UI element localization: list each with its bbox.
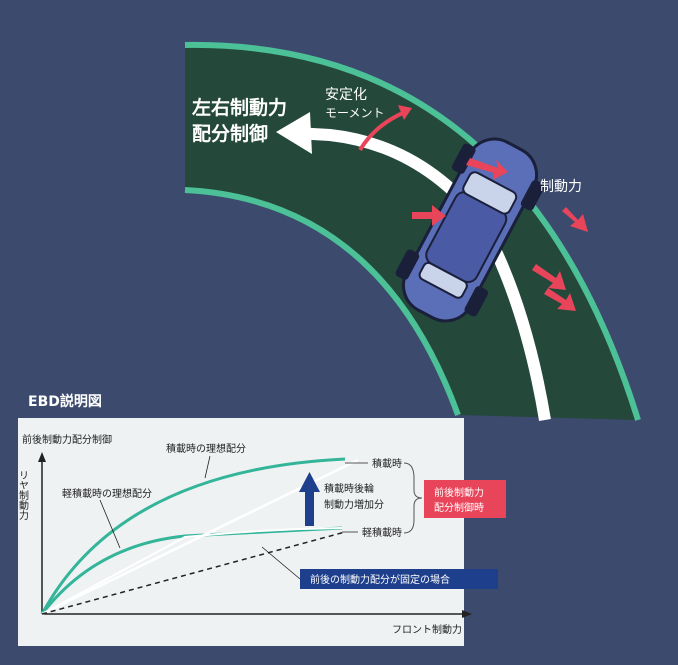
brake-arrow-5 — [562, 207, 588, 232]
brake-arrow-3 — [532, 264, 566, 290]
fixed-box-leader — [261, 546, 301, 580]
control-box-bg — [424, 480, 506, 518]
x-axis-label: フロント制動力 — [392, 623, 462, 636]
road-section — [184, 41, 641, 421]
travel-path-arrowhead — [276, 112, 312, 154]
wheel-rear-left — [395, 249, 420, 280]
car — [395, 137, 545, 323]
moment-label-line1: 安定化 — [325, 87, 367, 103]
control-title-line2: 配分制御 — [192, 122, 268, 145]
fixed-distribution-line — [41, 531, 346, 615]
fixed-box-bg — [300, 569, 498, 589]
road-outer-edge — [184, 41, 641, 421]
road-inner-edge — [184, 187, 461, 417]
moment-arrow — [358, 110, 406, 152]
control-bracket — [403, 462, 423, 534]
brake-arrow-1 — [466, 158, 508, 180]
control-box: 前後制動力 配分制御時 — [424, 480, 506, 518]
increase-label-line2: 制動力増加分 — [324, 498, 384, 511]
car-rear-window — [418, 261, 468, 299]
fixed-box-label: 前後の制動力配分が固定の場合 — [310, 573, 450, 586]
y-axis-arrowhead — [38, 452, 46, 462]
moment-label-line2: モーメント — [325, 106, 385, 120]
ideal-light-label: 軽積載時の理想配分 — [62, 487, 152, 500]
ebd-chart: 前後制動力配分制御 リヤ制動力 フロント制動力 積載時の理想配分 軽積載時の理想… — [17, 418, 472, 646]
x-axis-arrowhead — [462, 610, 472, 618]
brake-force-arrows — [412, 158, 588, 311]
car-windshield — [462, 171, 518, 215]
increase-arrow-head — [299, 472, 320, 492]
fixed-box: 前後の制動力配分が固定の場合 — [300, 569, 498, 589]
increase-label-line1: 積載時後輪 — [324, 482, 374, 495]
chart-top-label: 前後制動力配分制御 — [22, 433, 112, 446]
control-box-line2: 配分制御時 — [434, 501, 484, 514]
ideal-loaded-leader — [204, 455, 211, 479]
loaded-label: 積載時 — [372, 457, 402, 470]
wheel-rear-right — [464, 286, 489, 317]
ideal-loaded-curve — [40, 457, 346, 615]
brake-arrow-4 — [544, 288, 576, 311]
brake-force-label: 制動力 — [540, 179, 582, 195]
increase-arrow-shaft — [305, 490, 314, 526]
light-loaded-line — [41, 527, 343, 615]
y-axis-label: リヤ制動力 — [17, 470, 29, 521]
ideal-light-leader — [99, 499, 121, 549]
control-title-line1: 左右制動力 — [192, 96, 287, 119]
moment-arrowhead — [398, 105, 412, 120]
ideal-light-curve — [40, 526, 343, 615]
ideal-loaded-label: 積載時の理想配分 — [166, 442, 246, 455]
ebd-title: EBD説明図 — [28, 393, 102, 410]
control-box-line1: 前後制動力 — [434, 486, 484, 499]
light-loaded-label: 軽積載時 — [362, 526, 402, 539]
brake-arrow-2 — [412, 205, 446, 226]
wheel-front-left — [451, 143, 476, 174]
wheel-front-right — [520, 180, 545, 211]
